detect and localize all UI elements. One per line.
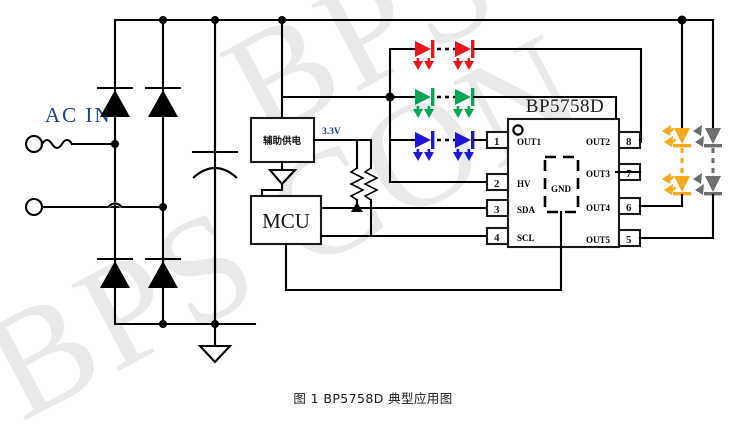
ic-pin-5[interactable]: 5 OUT5 — [586, 228, 642, 248]
junction-dot — [159, 16, 167, 24]
bridge-rectifier — [96, 16, 182, 328]
rgb-anode-bus — [280, 47, 499, 184]
led-symbol — [413, 40, 435, 70]
mcu-block: MCU — [249, 182, 499, 292]
mcu-box — [249, 194, 323, 246]
pin-number: 7 — [626, 168, 632, 180]
wire-hop — [107, 202, 123, 208]
junction-dot — [211, 16, 219, 24]
ac-input: AC IN — [24, 103, 165, 217]
pin-label: OUT3 — [586, 169, 611, 179]
ic-pin-4[interactable]: 4 SCL — [485, 226, 535, 246]
diode-d2 — [144, 86, 182, 117]
pin-number: 2 — [494, 178, 500, 190]
fuse-coil-icon — [40, 138, 74, 150]
ic-body — [506, 117, 621, 249]
pin-label: HV — [517, 179, 531, 189]
output-routing — [614, 138, 715, 240]
ic-pin-1[interactable]: 1 OUT1 — [485, 130, 542, 150]
cap-plate-bottom — [192, 166, 238, 179]
pin-number: 6 — [626, 202, 632, 214]
amber-led-string — [662, 15, 691, 208]
pin-label: SDA — [517, 205, 536, 215]
junction-dot — [111, 140, 119, 148]
bulk-capacitor — [191, 16, 239, 328]
aux-ground-symbol — [267, 168, 298, 186]
led-symbol — [413, 131, 435, 161]
junction-dot — [677, 15, 687, 25]
blue-led-string — [408, 131, 499, 161]
pin-label: SCL — [517, 233, 535, 243]
led-symbol — [453, 131, 475, 161]
diode-d1 — [96, 86, 134, 117]
gnd-pad-label: GND — [551, 184, 572, 194]
led-symbol — [662, 173, 691, 196]
v33-label: 3.3V — [322, 127, 341, 137]
pin-label: OUT1 — [517, 137, 542, 147]
aux-supply-block: 辅助供电 3.3V — [249, 16, 359, 186]
ic-pin-3[interactable]: 3 SDA — [485, 198, 536, 218]
main-ground-symbol — [197, 322, 233, 364]
junction-dot — [159, 320, 167, 328]
led-symbol — [453, 88, 475, 118]
pin-number: 4 — [494, 232, 500, 244]
led-symbol — [693, 125, 722, 148]
white-led-string — [693, 18, 722, 198]
led-symbol — [413, 88, 435, 118]
gnd-pad-wire — [284, 210, 563, 292]
led-symbol — [662, 125, 691, 148]
diode-d3 — [96, 257, 134, 288]
ac-terminal-live[interactable] — [24, 134, 44, 154]
pin-label: OUT2 — [586, 137, 611, 147]
pin-number: 5 — [626, 234, 632, 246]
ac-terminal-neutral[interactable] — [24, 197, 44, 217]
pin1-dot-marker — [512, 124, 524, 136]
scl-pullup-resistor — [363, 167, 379, 238]
pin-number: 1 — [494, 136, 500, 148]
figure-caption: 图 1 BP5758D 典型应用图 — [293, 391, 453, 406]
pin-label: OUT4 — [586, 203, 611, 213]
pin-label: OUT5 — [586, 235, 611, 245]
led-symbol — [453, 40, 475, 70]
pullup-network — [336, 138, 379, 238]
red-led-string — [408, 40, 643, 144]
ic-bp5758d: BP5758D GND 1 OUT1 2 HV 3 SDA 4 SCL — [284, 96, 642, 292]
pin-number: 8 — [626, 136, 632, 148]
mcu-label: MCU — [262, 209, 310, 233]
ic-part-number: BP5758D — [526, 96, 604, 117]
ac-in-label: AC IN — [45, 103, 112, 127]
out5-wire — [638, 194, 715, 240]
sda-arrow-icon — [351, 202, 363, 212]
aux-supply-label: 辅助供电 — [263, 135, 302, 147]
gnd-thermal-pad — [543, 155, 580, 214]
mcu-supply-wire — [260, 182, 284, 198]
red-cathode-wire — [472, 47, 643, 144]
led-symbol — [693, 173, 722, 196]
ic-pin-2[interactable]: 2 HV — [485, 172, 531, 192]
diode-d4 — [144, 257, 182, 288]
junction-dot — [278, 16, 286, 24]
junction-dot — [159, 203, 167, 211]
pin-number: 3 — [494, 204, 500, 216]
